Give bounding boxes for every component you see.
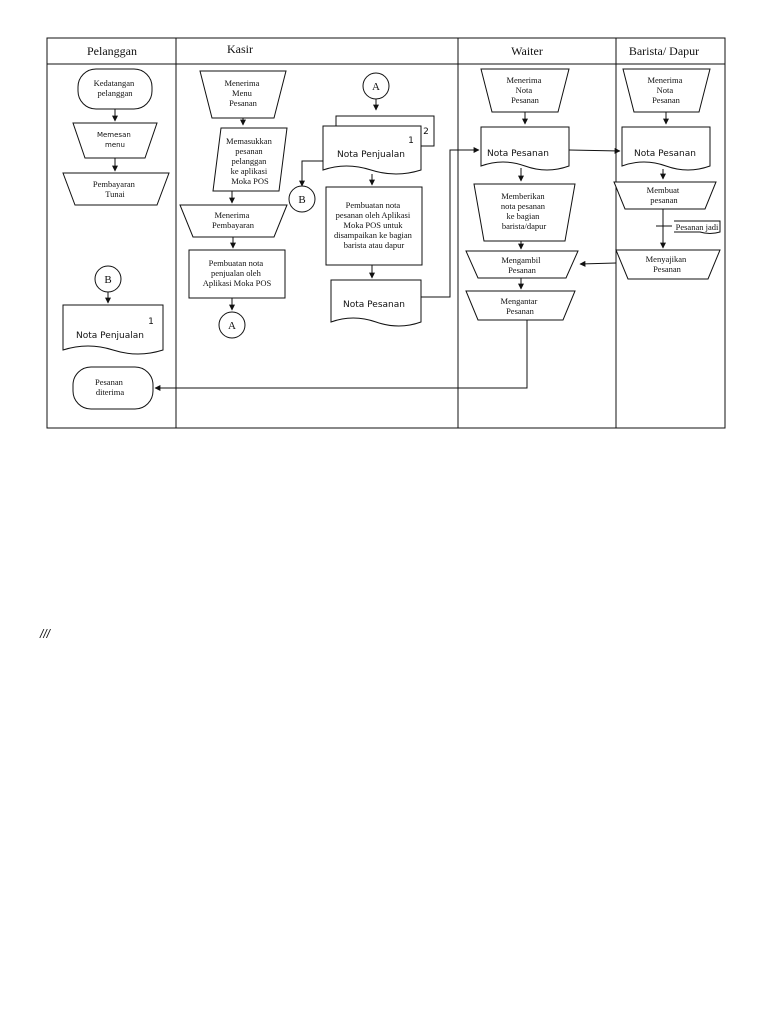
- connector-a-kasir-bottom: [218, 311, 246, 339]
- mengantar-label: Mengantar Pesanan: [501, 296, 540, 316]
- manual-op-waiter-menerima-nota: [480, 68, 570, 113]
- process-pembuatan-nota-penjualan: [188, 249, 286, 299]
- connector-b-label: B: [104, 274, 111, 286]
- pembuatan-nota-pesanan-label: Pembuatan nota pesanan oleh Aplikasi Mok…: [334, 200, 414, 250]
- footer-mark: ///: [40, 627, 51, 641]
- connector-a-top-label: A: [372, 81, 380, 93]
- lane-title-barista: Barista/ Dapur: [629, 44, 699, 58]
- pesanan-jadi-tag: [674, 220, 721, 234]
- waiter-nota-pesanan-label: Nota Pesanan: [487, 149, 549, 159]
- document-nota-pesanan-barista: [621, 126, 711, 171]
- manual-op-pembayaran: [62, 172, 170, 206]
- manual-op-menyajikan-pesanan: [615, 249, 721, 280]
- nota-pesanan-kasir-label: Nota Pesanan: [343, 300, 405, 310]
- connector-a-label: A: [228, 320, 236, 332]
- manual-op-mengambil-pesanan: [465, 250, 579, 279]
- connector-b-kasir-label: B: [298, 194, 305, 206]
- manual-op-barista-menerima-nota: [622, 68, 711, 113]
- flow-arrow-to-waiter: [421, 147, 480, 298]
- diterima-label: Pesanan diterima: [95, 377, 125, 397]
- lane-title-waiter: Waiter: [511, 44, 543, 58]
- nota-copy-1: 1: [408, 136, 414, 146]
- nota-penjualan-kasir-label: Nota Penjualan: [337, 150, 405, 160]
- manual-op-memesan: [72, 122, 158, 159]
- manual-op-mengantar-pesanan: [465, 290, 576, 321]
- flow-arrow-to-b: [299, 160, 323, 187]
- lane-title-pelanggan: Pelanggan: [87, 44, 137, 58]
- flow-arrow-to-waiter-mengambil: [579, 260, 617, 267]
- kedatangan-label: Kedatangan pelanggan: [94, 78, 137, 98]
- connector-b-kasir: [288, 185, 316, 213]
- document-nota-pesanan-waiter: [480, 126, 570, 171]
- pembuatan-nota-penjualan-label: Pembuatan nota penjualan oleh Aplikasi M…: [203, 258, 272, 288]
- pesanan-jadi-label: Pesanan jadi: [676, 222, 719, 232]
- flow-arrow-to-barista: [568, 147, 621, 154]
- lane-title-kasir: Kasir: [227, 42, 253, 56]
- input-memasukkan-pesanan: [212, 127, 288, 192]
- document-nota-pesanan-kasir: [330, 279, 422, 327]
- manual-op-menerima-menu: [199, 70, 287, 119]
- process-pembuatan-nota-pesanan: [325, 186, 423, 266]
- membuat-pesanan-label: Membuat pesanan: [647, 185, 682, 205]
- memasukkan-label: Memasukkan pesanan pelanggan ke aplikasi…: [226, 136, 274, 186]
- barista-menerima-nota-label: Menerima Nota Pesanan: [647, 75, 684, 105]
- nota-penjualan-label: Nota Penjualan: [76, 331, 144, 341]
- document-nota-penjualan-pelanggan: [62, 304, 164, 355]
- menerima-menu-label: Menerima Menu Pesanan: [224, 78, 261, 108]
- end-terminal-diterima: [72, 366, 154, 410]
- manual-op-memberikan-nota: [473, 183, 576, 242]
- menyajikan-label: Menyajikan Pesanan: [646, 254, 689, 274]
- menerima-pembayaran-label: Menerima Pembayaran: [212, 210, 255, 230]
- flow-arrow-to-pelanggan: [154, 320, 528, 391]
- memberikan-nota-label: Memberikan nota pesanan ke bagian barist…: [501, 191, 547, 231]
- memesan-label: Memesan menu: [97, 131, 133, 149]
- pembayaran-label: Pembayaran Tunai: [93, 179, 137, 199]
- waiter-menerima-nota-label: Menerima Nota Pesanan: [506, 75, 543, 105]
- manual-op-menerima-pembayaran: [179, 204, 288, 238]
- barista-nota-pesanan-label: Nota Pesanan: [634, 149, 696, 159]
- nota-copy-2: 2: [423, 127, 429, 137]
- manual-op-membuat-pesanan: [613, 181, 717, 210]
- document-nota-penjualan-kasir: [322, 125, 422, 175]
- nota-copy-number: 1: [148, 317, 154, 327]
- mengambil-label: Mengambil Pesanan: [501, 255, 542, 275]
